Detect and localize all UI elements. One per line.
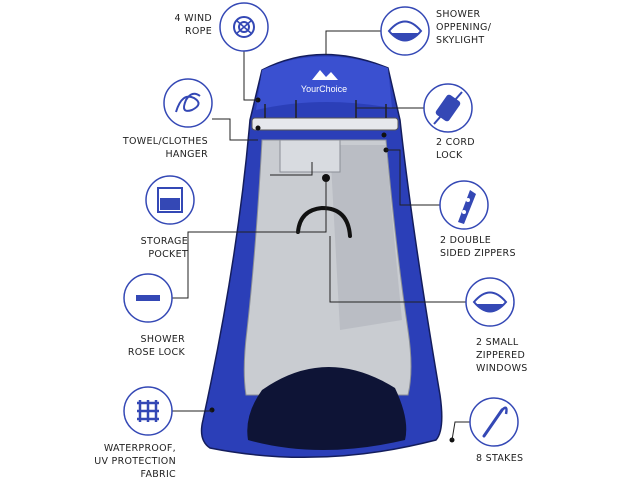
tent-roof xyxy=(256,56,392,110)
rope-coil-icon xyxy=(219,2,269,52)
stake-icon xyxy=(469,397,519,447)
brand-logo: YourChoice xyxy=(301,84,347,94)
leader-lines xyxy=(172,30,470,441)
rose-lock-dot xyxy=(322,174,330,182)
zipper-icon xyxy=(439,180,489,230)
door-opening xyxy=(247,366,407,450)
silver-panel-shade xyxy=(330,145,402,330)
window-icon xyxy=(465,277,515,327)
storage-pocket xyxy=(279,139,341,173)
shower-handle xyxy=(296,205,352,238)
rope-knot-icon xyxy=(163,78,213,128)
skylight-icon xyxy=(380,6,430,56)
tent-illustration: YourChoice xyxy=(200,53,455,459)
grid-fabric-icon xyxy=(123,386,173,436)
pocket-icon xyxy=(145,175,195,225)
logo-mountain-icon xyxy=(312,70,338,80)
label-stakes: 8 STAKES xyxy=(476,453,524,464)
bar-icon xyxy=(123,273,173,323)
hanger-bar xyxy=(251,117,399,131)
cord-lock-icon xyxy=(423,83,473,133)
